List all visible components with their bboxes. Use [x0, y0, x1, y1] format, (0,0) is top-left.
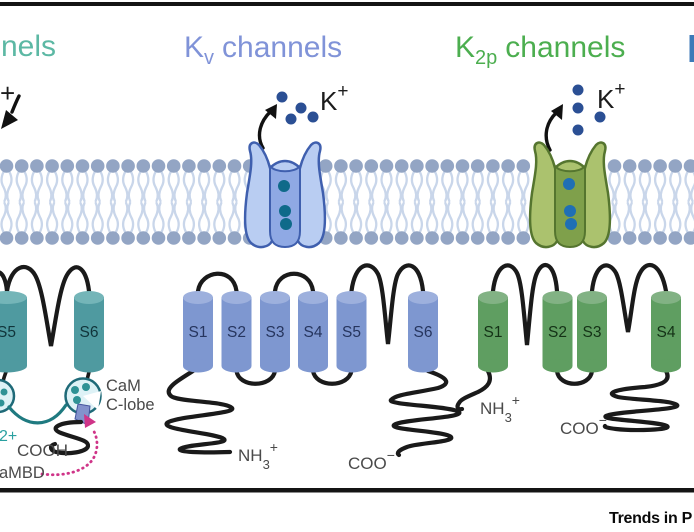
cam-n-lobe [0, 378, 16, 414]
k2p-ion-k: K [597, 84, 615, 114]
kv-cterm-label: COO− [348, 447, 395, 473]
k2p-potassium-ions [572, 84, 606, 136]
k2p-title: K2p channels [455, 31, 625, 69]
cambd-dotted-arrow [40, 414, 99, 477]
next-title-fragment [689, 35, 694, 62]
kv-coo-text: COO [348, 454, 387, 473]
k2p-ion-plus: + [614, 79, 625, 100]
k2p-topology-loops [455, 262, 680, 433]
k2p-title-rest: channels [505, 31, 625, 64]
kv-nh-text: NH [238, 446, 263, 465]
segment-label: S4 [657, 324, 676, 341]
segment-label: S1 [484, 324, 503, 341]
k2p-nh-text: NH [480, 399, 505, 418]
k2p-coo-text: COO [560, 419, 599, 438]
segment-label: S5 [0, 324, 16, 341]
lipid-bilayer [0, 159, 694, 245]
segment-cylinder-kv-segments-4: S5 [336, 291, 367, 373]
kv-flow-arrow [257, 104, 277, 150]
segment-cylinder-kv-segments-1: S2 [221, 291, 252, 373]
cooh-label: COOH [17, 441, 68, 460]
cam-label-line2: C-lobe [106, 396, 155, 414]
k2p-title-subscript: 2p [475, 47, 497, 69]
segment-label: S3 [583, 324, 602, 341]
frame-top-border [0, 2, 694, 6]
segment-cylinder-k2p-segments-2: S3 [577, 291, 607, 373]
k2p-channel-protein [528, 141, 612, 249]
k2p-pore-ions [563, 178, 577, 230]
kca-title-fragment: nels [1, 30, 56, 63]
kv-channel-protein [243, 141, 327, 249]
cam-linker [7, 403, 68, 425]
segment-cylinder-kv-segments-3: S4 [298, 291, 328, 373]
kv-pore-ions [278, 180, 292, 230]
k2p-ion-label: K+ [597, 79, 625, 114]
cambd-label-fragment: aMBD [0, 464, 45, 482]
k2p-nh-sup: + [512, 392, 520, 408]
segment-label: S6 [80, 324, 99, 341]
journal-watermark: Trends in P [609, 510, 693, 527]
segment-label: S5 [342, 324, 361, 341]
cam-c-lobe [64, 377, 102, 426]
kv-nterm-label: NH3+ [238, 439, 278, 472]
segment-label: S3 [266, 324, 285, 341]
segment-cylinder-k2p-segments-3: S4 [651, 291, 681, 373]
kca-ion-plus-fragment: + [0, 78, 15, 108]
segment-label: S4 [304, 324, 323, 341]
k2p-nh-sub: 3 [505, 410, 512, 425]
k2p-nterm-label: NH3+ [480, 392, 520, 425]
segment-cylinders: S5 S6 S1 S2 S3 S4 S5 S6 S1 S2 S3 S4 [0, 291, 681, 373]
kv-title-k: K [184, 31, 204, 64]
segment-label: S6 [414, 324, 433, 341]
kv-coo-sup: − [387, 447, 395, 463]
segment-cylinder-kca-segments-1: S6 [74, 291, 104, 373]
ca2-fragment: 2+ [0, 428, 17, 445]
kv-nh-sub: 3 [263, 457, 270, 472]
k2p-title-k: K [455, 31, 475, 64]
kv-n-terminus-chain [164, 368, 235, 455]
segment-cylinder-kca-segments-0: S5 [0, 291, 27, 373]
segment-cylinder-k2p-segments-1: S2 [542, 291, 573, 373]
kv-title: Kv channels [184, 31, 342, 69]
cam-mouth-notch [83, 391, 101, 410]
segment-label: S1 [189, 324, 208, 341]
k2p-c-terminus-chain [602, 368, 680, 433]
cam-label-line1: CaM [106, 377, 141, 395]
segment-cylinder-k2p-segments-0: S1 [478, 291, 508, 373]
kv-nh-sup: + [270, 439, 278, 455]
kv-title-subscript: v [204, 47, 214, 69]
segment-cylinder-kv-segments-5: S6 [408, 291, 438, 373]
kv-ion-k: K [320, 86, 338, 116]
kv-ion-label: K+ [320, 81, 348, 116]
k2p-coo-sup: − [599, 412, 607, 428]
kv-ion-plus: + [337, 81, 348, 102]
segment-label: S2 [548, 324, 567, 341]
kca-flow-arrow [1, 94, 21, 129]
segment-label: S2 [227, 324, 246, 341]
kv-c-terminus-chain [388, 368, 462, 458]
k2p-cterm-label: COO− [560, 412, 607, 438]
k2p-n-terminus-chain [455, 368, 493, 412]
kv-topology-loops [164, 263, 462, 458]
kv-title-rest: channels [222, 31, 342, 64]
kv-potassium-ions [276, 91, 319, 125]
kca-c-terminus-chain [48, 419, 91, 456]
k2p-flow-arrow [544, 104, 563, 152]
frame-bottom-border [0, 488, 694, 493]
segment-cylinder-kv-segments-2: S3 [260, 291, 290, 373]
segment-cylinder-kv-segments-0: S1 [183, 291, 213, 373]
